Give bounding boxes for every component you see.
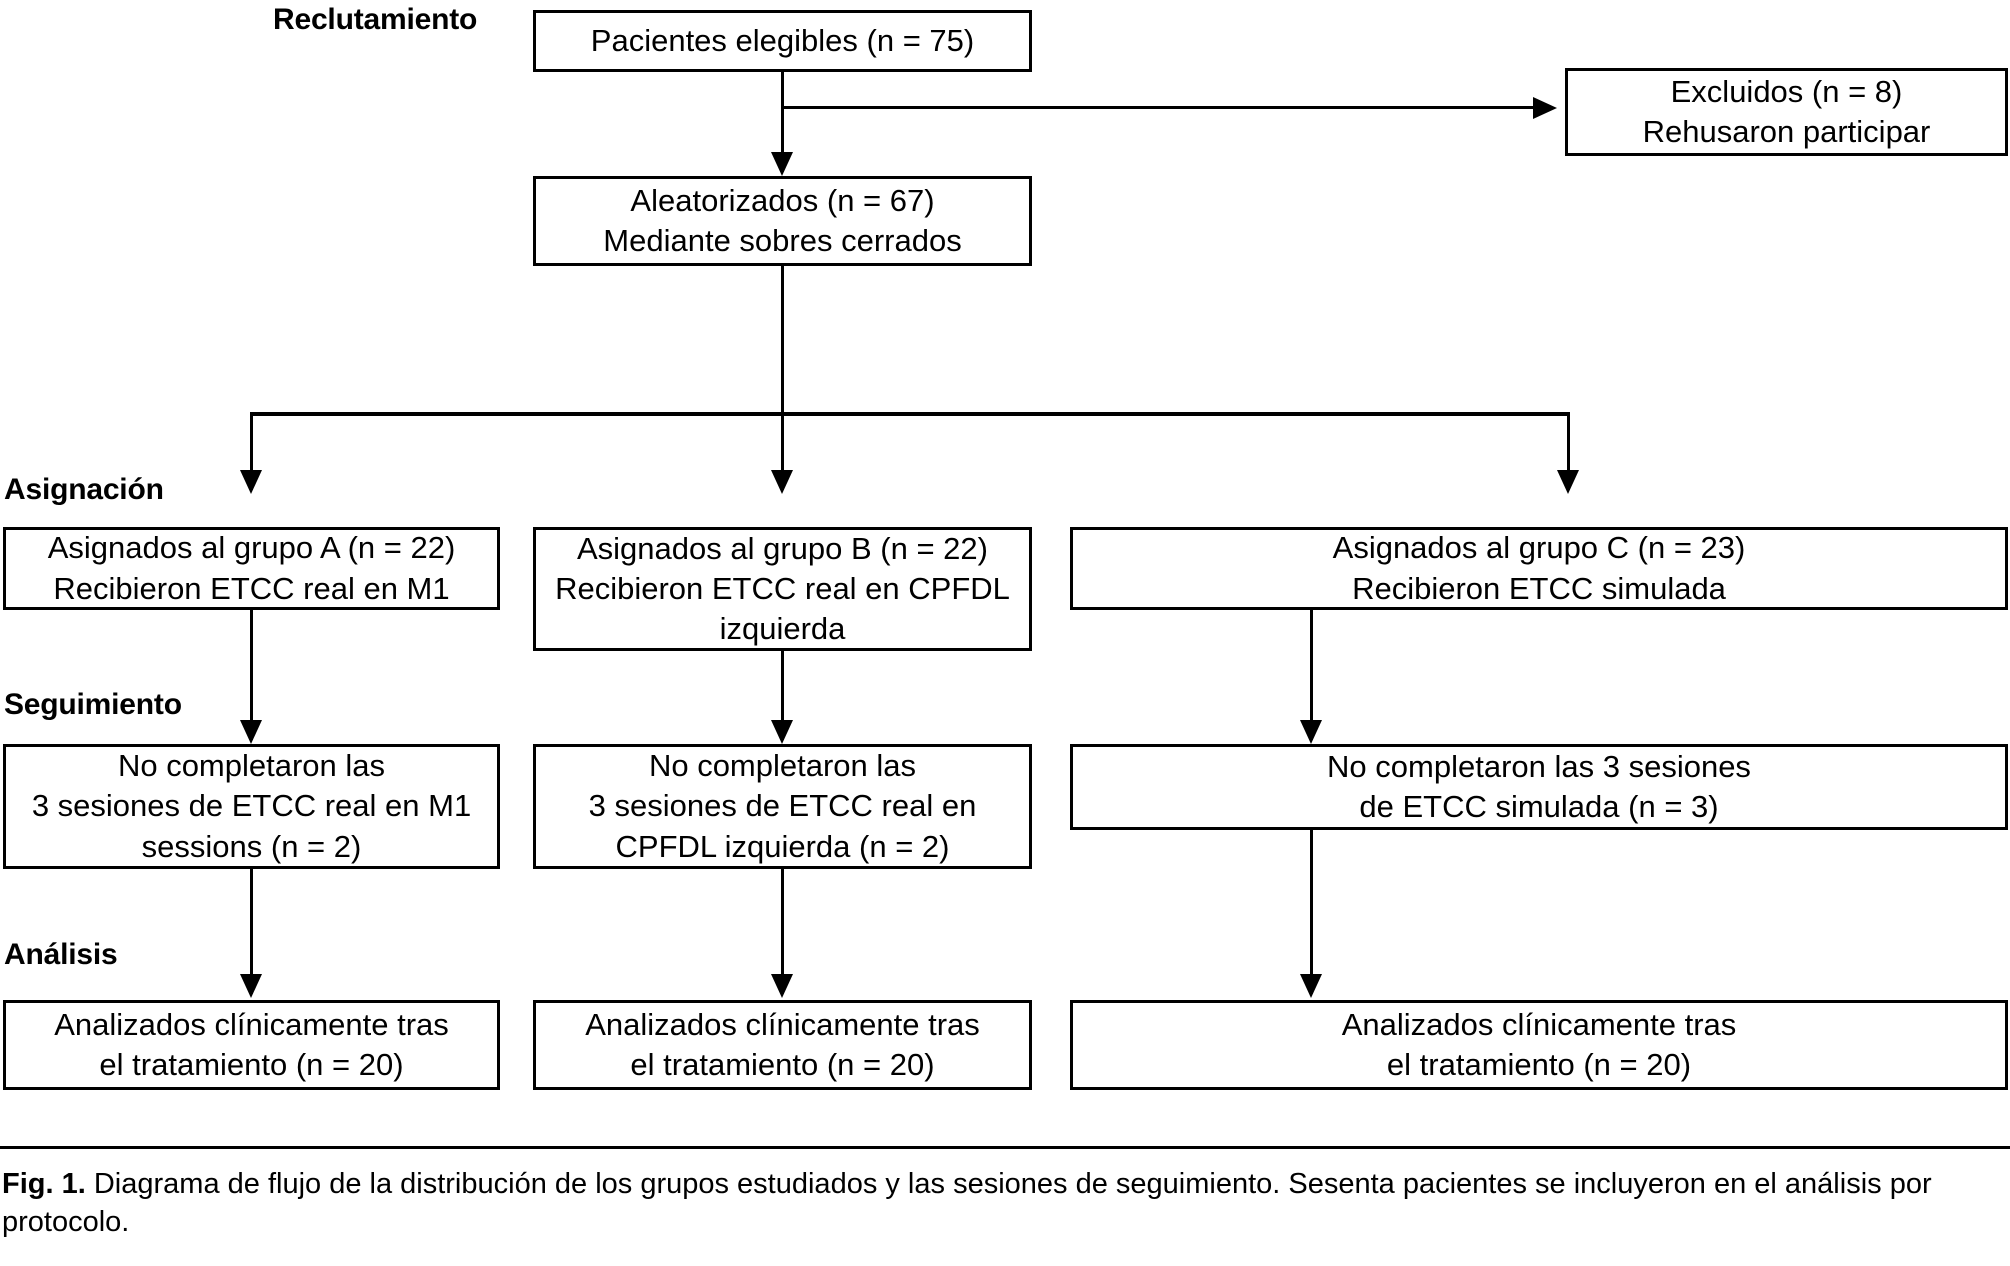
figure-caption-prefix: Fig. 1. xyxy=(2,1168,86,1200)
node-analysis-group-c: Analizados clínicamente tras el tratamie… xyxy=(1070,1000,2008,1090)
connector-allocation-split-bar xyxy=(250,412,1570,416)
node-excluded-line-2: Rehusaron participar xyxy=(1642,114,1931,149)
node-allocation-group-a-line-1: Asignados al grupo A (n = 22) xyxy=(47,530,456,566)
node-followup-group-b: No completaron las 3 sesiones de ETCC re… xyxy=(533,744,1032,869)
node-analysis-group-c-line-2: el tratamiento (n = 20) xyxy=(1386,1047,1692,1082)
arrowhead-alloc-a-to-follow-a xyxy=(240,720,262,744)
node-randomized-line-1: Aleatorizados (n = 67) xyxy=(630,182,935,218)
connector-randomized-stem xyxy=(781,266,784,415)
figure-caption-text: Diagrama de flujo de la distribución de … xyxy=(2,1168,1932,1238)
node-analysis-group-b-line-1: Analizados clínicamente tras xyxy=(585,1006,980,1042)
arrowhead-drop-group-b xyxy=(771,470,793,494)
arrowhead-follow-a-to-analysis-a xyxy=(240,974,262,998)
figure-caption: Fig. 1. Diagrama de flujo de la distribu… xyxy=(2,1166,2008,1241)
node-followup-group-b-line-2: 3 sesiones de ETCC real en xyxy=(588,788,977,824)
node-analysis-group-a-line-2: el tratamiento (n = 20) xyxy=(99,1047,404,1082)
stage-label-recruitment: Reclutamiento xyxy=(273,3,478,36)
node-followup-group-a: No completaron las 3 sesiones de ETCC re… xyxy=(3,744,500,869)
node-allocation-group-c: Asignados al grupo C (n = 23) Recibieron… xyxy=(1070,527,2008,610)
node-analysis-group-b: Analizados clínicamente tras el tratamie… xyxy=(533,1000,1032,1090)
connector-alloc-b-to-follow-b xyxy=(781,651,784,740)
node-eligible-line-1: Pacientes elegibles (n = 75) xyxy=(590,22,975,58)
node-allocation-group-b-line-3: izquierda xyxy=(719,611,846,647)
node-followup-group-c: No completaron las 3 sesiones de ETCC si… xyxy=(1070,744,2008,830)
node-analysis-group-a-line-1: Analizados clínicamente tras xyxy=(54,1006,449,1042)
connector-drop-group-b xyxy=(781,412,784,490)
node-followup-group-c-line-1: No completaron las 3 sesiones xyxy=(1327,748,1751,784)
node-analysis-group-c-line-1: Analizados clínicamente tras xyxy=(1341,1006,1737,1042)
node-allocation-group-a: Asignados al grupo A (n = 22) Recibieron… xyxy=(3,527,500,610)
stage-label-analysis: Análisis xyxy=(4,938,118,971)
connector-eligible-to-randomized xyxy=(781,72,784,172)
node-analysis-group-b-line-2: el tratamiento (n = 20) xyxy=(630,1047,935,1082)
node-allocation-group-b-line-2: Recibieron ETCC real en CPFDL xyxy=(555,570,1010,606)
arrowhead-alloc-c-to-follow-c xyxy=(1300,720,1322,744)
node-followup-group-b-line-3: CPFDL izquierda (n = 2) xyxy=(615,828,950,864)
connector-drop-group-a xyxy=(250,412,253,490)
stage-label-allocation: Asignación xyxy=(4,473,164,506)
node-followup-group-a-line-1: No completaron las xyxy=(117,748,386,784)
arrowhead-follow-b-to-analysis-b xyxy=(771,974,793,998)
node-allocation-group-b: Asignados al grupo B (n = 22) Recibieron… xyxy=(533,527,1032,651)
connector-drop-group-c xyxy=(1567,412,1570,490)
node-followup-group-a-line-3: sessions (n = 2) xyxy=(141,828,362,864)
connector-alloc-c-to-follow-c xyxy=(1310,610,1313,740)
connector-eligible-to-excluded xyxy=(781,106,1533,109)
node-excluded: Excluidos (n = 8) Rehusaron participar xyxy=(1565,68,2008,156)
connector-follow-b-to-analysis-b xyxy=(781,869,784,994)
arrowhead-drop-group-a xyxy=(240,470,262,494)
arrowhead-alloc-b-to-follow-b xyxy=(771,720,793,744)
node-followup-group-c-line-2: de ETCC simulada (n = 3) xyxy=(1359,789,1719,824)
node-excluded-line-1: Excluidos (n = 8) xyxy=(1670,73,1903,109)
arrowhead-drop-group-c xyxy=(1557,470,1579,494)
node-randomized: Aleatorizados (n = 67) Mediante sobres c… xyxy=(533,176,1032,266)
stage-label-followup: Seguimiento xyxy=(4,688,182,721)
node-allocation-group-c-line-2: Recibieron ETCC simulada xyxy=(1352,570,1726,606)
node-followup-group-b-line-1: No completaron las xyxy=(648,748,917,784)
connector-follow-a-to-analysis-a xyxy=(250,869,253,994)
connector-follow-c-to-analysis-c xyxy=(1310,830,1313,994)
node-analysis-group-a: Analizados clínicamente tras el tratamie… xyxy=(3,1000,500,1090)
arrowhead-eligible-to-excluded xyxy=(1533,97,1557,119)
arrowhead-follow-c-to-analysis-c xyxy=(1300,974,1322,998)
node-followup-group-a-line-2: 3 sesiones de ETCC real en M1 xyxy=(31,788,472,824)
connector-alloc-a-to-follow-a xyxy=(250,610,253,740)
node-randomized-line-2: Mediante sobres cerrados xyxy=(603,223,962,258)
arrowhead-eligible-to-randomized xyxy=(771,152,793,176)
node-allocation-group-c-line-1: Asignados al grupo C (n = 23) xyxy=(1332,530,1746,566)
node-eligible-patients: Pacientes elegibles (n = 75) xyxy=(533,10,1032,72)
node-allocation-group-a-line-2: Recibieron ETCC real en M1 xyxy=(53,570,450,606)
node-allocation-group-b-line-1: Asignados al grupo B (n = 22) xyxy=(576,530,988,566)
caption-divider xyxy=(0,1146,2010,1149)
